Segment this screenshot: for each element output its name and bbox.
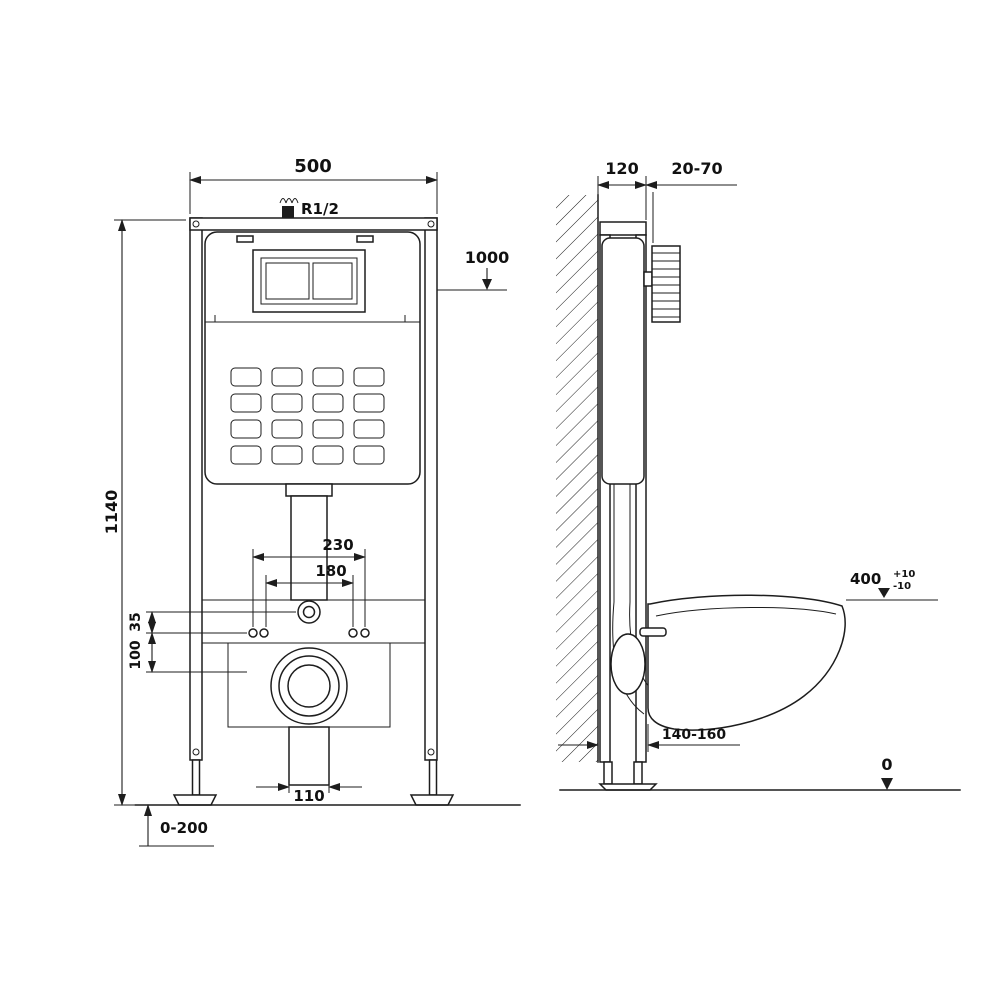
emboss-square [271, 419, 303, 439]
flush-pipe-collar [285, 483, 333, 497]
emboss-square [230, 367, 262, 387]
flush-button-left [265, 262, 310, 300]
emboss-square [230, 419, 262, 439]
down-arrow-icon [881, 778, 893, 790]
dim-inlet-thread: R1/2 [301, 200, 339, 218]
side-leg [603, 761, 613, 785]
frame-left-rail [189, 217, 203, 761]
actuator-rod [643, 271, 653, 287]
emboss-square [312, 367, 344, 387]
fixing-bolt [639, 627, 667, 637]
emboss-square [353, 419, 385, 439]
screw-hole [427, 748, 435, 756]
emboss-square [230, 445, 262, 465]
dim-plate-height: 1000 [465, 248, 510, 267]
fixing-hole [248, 628, 258, 638]
toilet-bowl [647, 594, 846, 731]
emboss-square [353, 393, 385, 413]
flush-plate-side [651, 245, 681, 323]
bend-adapter [610, 633, 646, 695]
bowl-rim-line [655, 607, 837, 617]
dim-offset-small: 35 [128, 612, 144, 631]
flush-plate-ribs [652, 252, 680, 318]
frame-right-rail [424, 217, 438, 761]
outlet-pipe [288, 726, 330, 786]
side-leg [633, 761, 643, 785]
frame-right-leg [428, 759, 438, 796]
dim-offset-large: 100 [128, 640, 144, 669]
wall-hatch [556, 195, 598, 762]
emboss-square [312, 445, 344, 465]
dim-bowl-height: 400 [850, 570, 881, 588]
front-view [134, 198, 521, 806]
dim-outlet-width: 110 [293, 787, 324, 805]
frame-top-rail [189, 217, 438, 231]
cistern-side [601, 237, 645, 485]
dim-foot-adjust: 0-200 [160, 819, 208, 837]
dim-fixing-inner: 180 [315, 562, 346, 580]
screw-hole [427, 220, 435, 228]
dim-fixing-outer: 230 [322, 536, 353, 554]
dim-frame-depth: 120 [605, 159, 638, 178]
fixing-hole [259, 628, 269, 638]
emboss-square [230, 393, 262, 413]
screw-hole [192, 748, 200, 756]
water-inlet-wave-icon [279, 198, 287, 204]
emboss-square [271, 367, 303, 387]
flush-plate-inner [260, 257, 358, 305]
side-view [556, 194, 961, 791]
dim-bowl-height-tol-minus: -10 [893, 581, 911, 592]
flush-button-right [312, 262, 353, 300]
side-dimensions: 120 20-70 400 +10 -10 140-160 0 [558, 159, 938, 790]
dim-wall-range: 20-70 [671, 159, 722, 178]
water-inlet-icon [282, 206, 294, 218]
emboss-square [312, 419, 344, 439]
emboss-square [271, 445, 303, 465]
down-arrow-icon [482, 279, 492, 290]
emboss-square [312, 393, 344, 413]
frame-left-leg [191, 759, 201, 796]
water-connection-inner [302, 605, 316, 619]
side-foot-plate [598, 783, 658, 791]
water-inlet-wave-icon [285, 198, 293, 204]
dim-floor-level: 0 [881, 755, 892, 774]
fixing-hole [360, 628, 370, 638]
emboss-square [353, 367, 385, 387]
dim-frame-width: 500 [294, 156, 332, 177]
emboss-square [271, 393, 303, 413]
emboss-square [353, 445, 385, 465]
water-inlet-wave-icon [291, 198, 299, 204]
screw-hole [192, 220, 200, 228]
front-dimensions: 500 R1/2 1000 1140 230 180 35 100 110 [102, 156, 510, 847]
right-foot-plate [409, 794, 455, 806]
left-foot-plate [172, 794, 218, 806]
dim-outlet-range: 140-160 [662, 727, 727, 743]
dim-frame-height: 1140 [102, 490, 121, 535]
cistern-clip [236, 235, 254, 243]
top-bracket [599, 221, 647, 236]
fixing-hole [348, 628, 358, 638]
cistern-clip [356, 235, 374, 243]
outlet-flange-inner [287, 664, 331, 708]
cistern-emboss-grid [230, 367, 385, 465]
down-arrow-icon [878, 588, 890, 598]
dim-bowl-height-tol-plus: +10 [893, 569, 915, 580]
